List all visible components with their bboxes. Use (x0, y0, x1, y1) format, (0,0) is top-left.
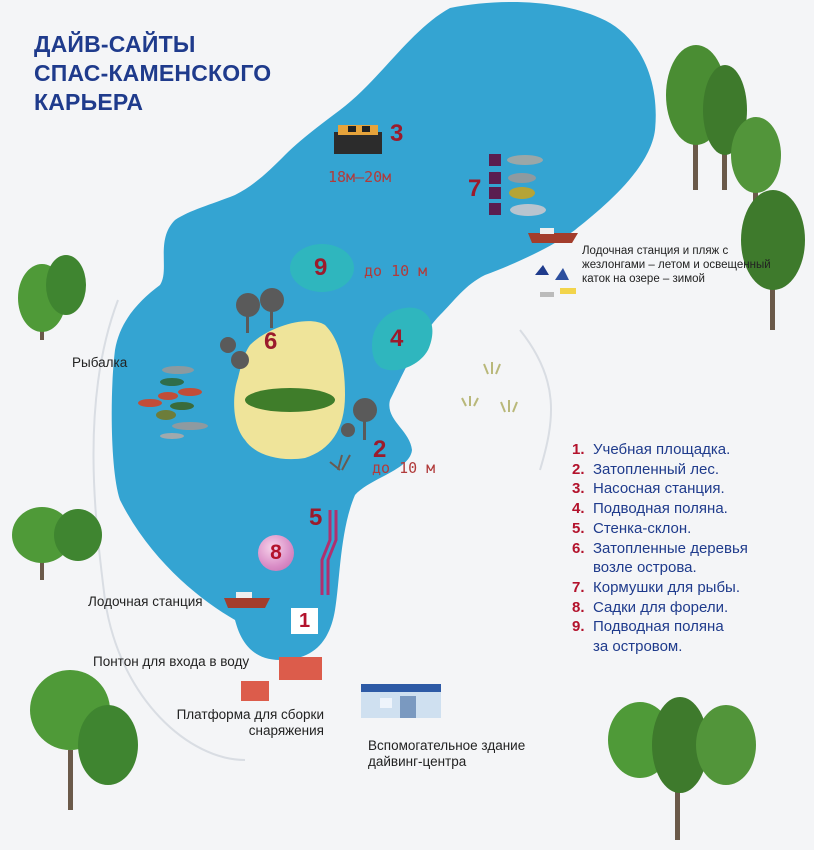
support-building-icon (361, 684, 441, 718)
tree-cluster-top-right (666, 45, 805, 330)
dead-tree (329, 454, 351, 471)
legend-item-7: 7.Кормушки для рыбы. (572, 578, 741, 596)
site-marker-3: 3 (390, 120, 404, 147)
tree-cluster-bottom-right (608, 697, 756, 840)
tree-cluster-mid-left (12, 507, 102, 580)
platform-label: Платформа для сборки снаряжения (176, 707, 324, 738)
pontoon (279, 657, 322, 680)
island-grove (245, 388, 335, 412)
tree-cluster-left (18, 255, 86, 340)
legend-item-8: 8.Садки для форели. (572, 598, 729, 616)
legend-item-3: 3.Насосная станция. (572, 480, 725, 498)
boat-station-label: Лодочная станция (88, 594, 203, 609)
legend-item-9: 9.Подводная поляна (572, 618, 724, 636)
boat-beach-label: Лодочная станция и пляж с жезлонгами – л… (582, 245, 771, 285)
tree-cluster-bottom-left (30, 670, 138, 810)
shallow-zone-4 (372, 307, 433, 371)
fish-feeders-icon (489, 154, 546, 216)
shallow-zone-9 (290, 244, 354, 292)
building-label: Вспомогательное здание дайвинг-центра (368, 738, 526, 769)
grass-tufts (461, 362, 518, 413)
pontoon-label: Понтон для входа в воду (93, 654, 250, 669)
fishing-fish-icons (138, 366, 208, 439)
skaters-icon (535, 265, 576, 297)
legend-item-9-cont: за островом. (593, 638, 683, 656)
legend-item-6-cont: возле острова. (593, 559, 697, 577)
site-marker-1: 1 (291, 608, 318, 634)
site-marker-5: 5 (309, 504, 323, 531)
site-marker-8: 8 (258, 535, 294, 571)
flooded-trees (220, 288, 377, 440)
legend-item-1: 1.Учебная площадка. (572, 441, 731, 458)
boat-icon (528, 228, 578, 243)
site-marker-9: 9 (314, 254, 328, 281)
site-marker-4: 4 (390, 325, 404, 352)
platform (241, 681, 269, 701)
shoreline-path (92, 299, 246, 761)
legend-item-6: 6.Затопленные деревья (572, 539, 748, 557)
site-depth-2: до 10 м (372, 459, 436, 477)
legend: 1.Учебная площадка. 2.Затопленный лес. 3… (572, 440, 812, 657)
site-marker-6: 6 (264, 328, 278, 355)
legend-item-4: 4.Подводная поляна. (572, 500, 728, 518)
site-marker-2: 2 (373, 436, 387, 463)
site-depth-9: до 10 м (364, 262, 428, 280)
wall-slope (320, 510, 338, 595)
legend-item-5: 5.Стенка-склон. (572, 519, 692, 537)
site-depth-3: 18м–20м (328, 168, 392, 186)
boat-icon-bottom (224, 592, 270, 608)
map-title: ДАЙВ-САЙТЫ СПАС-КАМЕНСКОГО КАРЬЕРА (34, 31, 272, 115)
legend-item-2: 2.Затопленный лес. (572, 460, 719, 478)
site-marker-7: 7 (468, 175, 482, 202)
fishing-label: Рыбалка (72, 355, 128, 370)
pump-station-icon (334, 125, 382, 154)
shoreline-path-east (519, 329, 552, 471)
